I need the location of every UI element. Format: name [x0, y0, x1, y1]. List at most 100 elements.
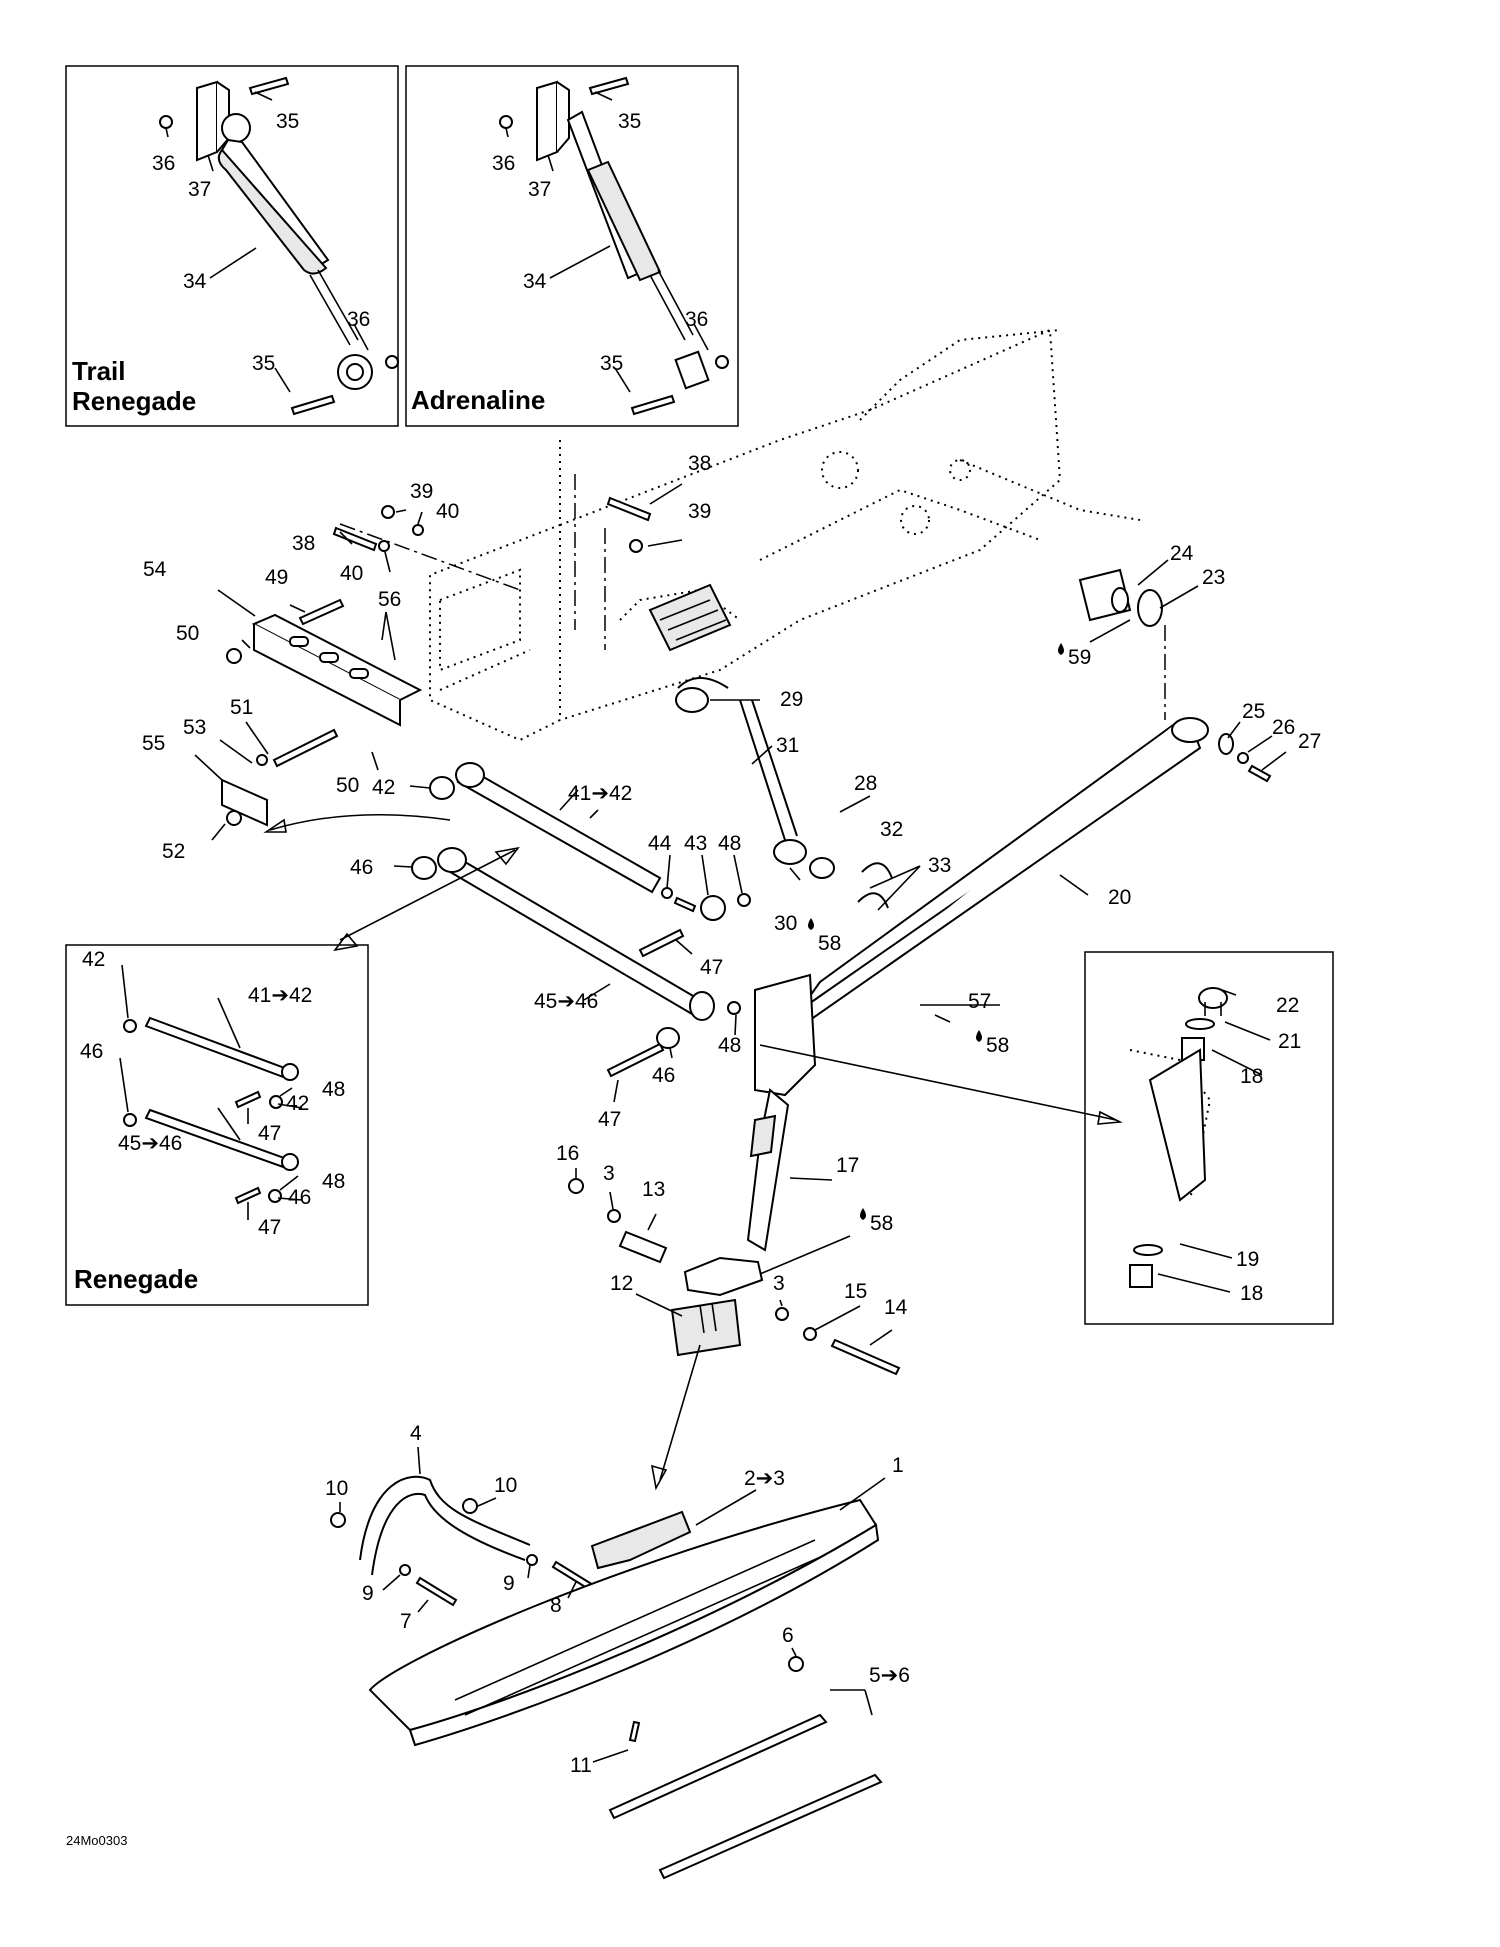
nut-16	[568, 1178, 584, 1194]
callout-42: 42	[82, 948, 105, 971]
inset-title-adrenaline: Adrenaline	[411, 385, 545, 415]
callout-29: 29	[780, 688, 803, 711]
callout-40: 40	[340, 562, 363, 585]
callout-39: 39	[688, 500, 711, 523]
washer-3-upper	[607, 1209, 621, 1223]
callout-45-46: 45➔46	[534, 990, 598, 1013]
axis-line-38-side	[339, 523, 521, 591]
upper-bracket-54	[251, 613, 423, 727]
callout-2: 2➔3	[744, 1467, 785, 1490]
callout-48: 48	[322, 1170, 345, 1193]
nut-48-upper	[737, 893, 751, 907]
washer-9-left	[399, 1564, 411, 1576]
callout-47: 47	[700, 956, 723, 979]
callout-9: 9	[362, 1582, 374, 1605]
callout-48: 48	[718, 1034, 741, 1057]
bushing-46-lower	[656, 1027, 680, 1049]
callout-12: 12	[610, 1272, 633, 1295]
callout-46: 46	[288, 1186, 311, 1209]
bushing-42	[429, 776, 455, 800]
bolt-47-upper	[638, 928, 685, 958]
callout-36: 36	[347, 308, 370, 331]
drawing-code: 24Mo0303	[66, 1833, 127, 1848]
bushing-32-33	[809, 857, 893, 909]
bolt-11	[628, 1720, 641, 1743]
reference-arrows	[263, 813, 1123, 1491]
bumper-12	[670, 1298, 742, 1357]
callout-31: 31	[776, 734, 799, 757]
callout-54: 54	[143, 558, 167, 581]
callout-47: 47	[258, 1216, 281, 1239]
callout-58: 58	[986, 1034, 1009, 1057]
trailing-arm-20	[799, 717, 1209, 1021]
callout-36: 36	[152, 152, 175, 175]
callout-58: 58	[818, 932, 841, 955]
sway-bar-31	[675, 677, 807, 865]
callout-48: 48	[718, 832, 741, 855]
upper-arm-41	[455, 762, 662, 894]
callout-27: 27	[1298, 730, 1321, 753]
callout-45-46: 45➔46	[118, 1132, 182, 1155]
callout-6: 6	[782, 1624, 794, 1647]
callout-15: 15	[844, 1280, 867, 1303]
bolt-7	[415, 1576, 458, 1607]
callout-35: 35	[600, 352, 623, 375]
bolt-38-side	[332, 526, 378, 552]
callout-20: 20	[1108, 886, 1131, 909]
inset-box-spindle-bushing	[1084, 951, 1334, 1325]
bushing-23-24	[1078, 568, 1163, 627]
callout-50: 50	[176, 622, 199, 645]
callout-33: 33	[928, 854, 951, 877]
washer-53	[256, 754, 268, 766]
callout-48: 48	[322, 1078, 345, 1101]
callout-32: 32	[880, 818, 903, 841]
callout-55: 55	[142, 732, 165, 755]
callout-56: 56	[378, 588, 401, 611]
callout-38: 38	[292, 532, 315, 555]
bolt-47-lower	[606, 1042, 665, 1078]
nut-10-right	[462, 1498, 478, 1514]
callout-35: 35	[276, 110, 299, 133]
spindle-bushing-inset-parts	[1129, 987, 1228, 1288]
runner-5	[608, 1713, 883, 1880]
callout-3: 3	[773, 1272, 785, 1295]
washer-3-lower	[775, 1307, 789, 1321]
callout-18: 18	[1240, 1282, 1263, 1305]
callout-58: 58	[870, 1212, 893, 1235]
callout-59: 59	[1068, 646, 1091, 669]
callout-34: 34	[183, 270, 207, 293]
callout-57: 57	[968, 990, 991, 1013]
callout-40: 40	[436, 500, 459, 523]
washer-40-a	[412, 524, 424, 536]
ski-shim-2	[590, 1510, 692, 1570]
bolt-43-44	[661, 887, 726, 921]
callout-21: 21	[1278, 1030, 1301, 1053]
washer-40-b	[378, 540, 390, 552]
callout-35: 35	[618, 110, 641, 133]
grease-drop-icon	[976, 1030, 982, 1042]
callout-35: 35	[252, 352, 275, 375]
ski-1	[368, 1498, 880, 1747]
callout-25: 25	[1242, 700, 1265, 723]
inset-box-trail-renegade	[65, 65, 399, 427]
callout-22: 22	[1276, 994, 1299, 1017]
leader-lines	[119, 91, 1287, 1763]
callout-11: 11	[570, 1754, 592, 1777]
ski-handle-4	[359, 1475, 531, 1576]
callout-8: 8	[550, 1594, 562, 1617]
bolt-49	[298, 598, 345, 626]
callout-36: 36	[492, 152, 515, 175]
callout-13: 13	[642, 1178, 665, 1201]
bushing-46	[411, 856, 437, 880]
callout-42: 42	[286, 1092, 309, 1115]
washer-15	[803, 1327, 817, 1341]
callout-41-42: 41➔42	[248, 984, 312, 1007]
callout-10: 10	[494, 1474, 517, 1497]
callout-43: 43	[684, 832, 707, 855]
callout-28: 28	[854, 772, 877, 795]
washer-9-right	[526, 1554, 538, 1566]
nut-39	[629, 539, 643, 553]
inset-title-renegade: Renegade	[72, 386, 196, 416]
bracket-55	[221, 778, 268, 827]
